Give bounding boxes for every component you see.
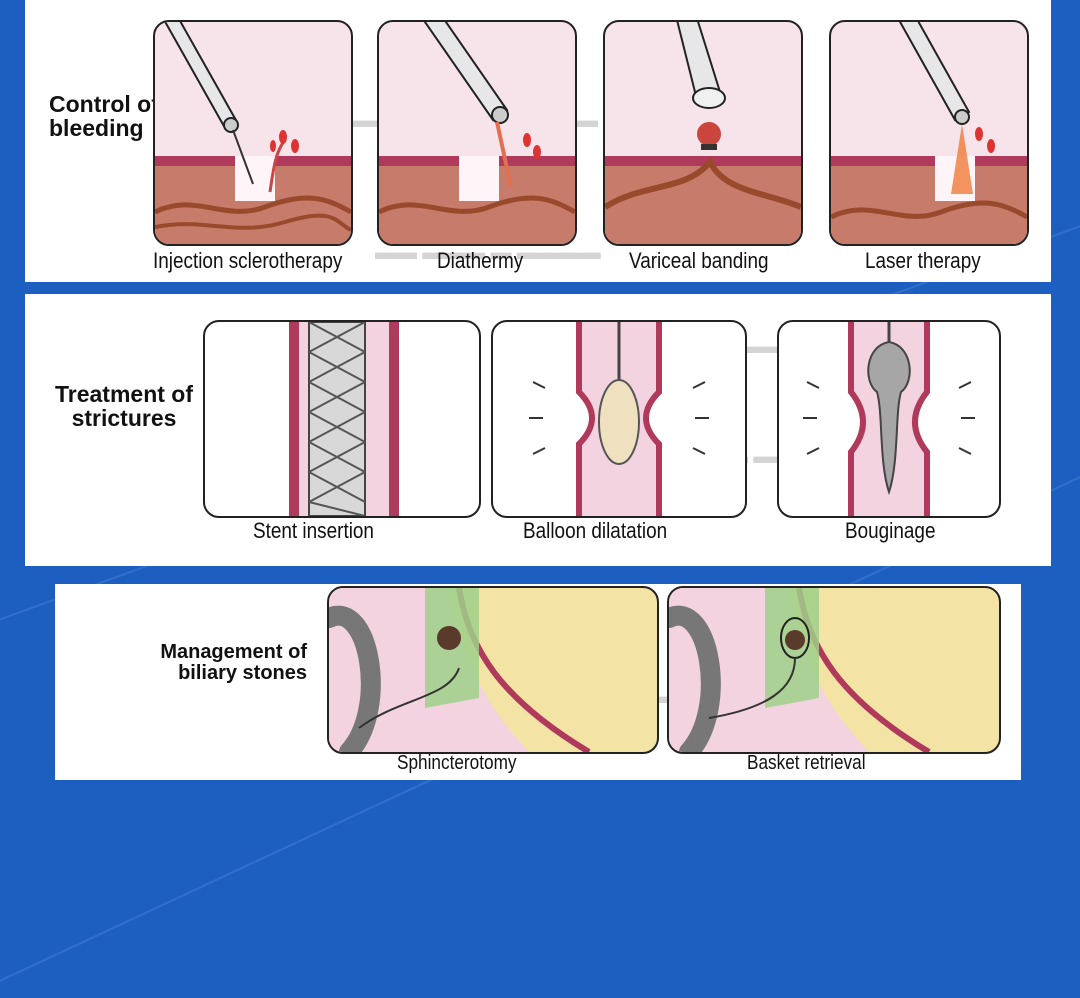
- sphincterotome-icon: [358, 667, 460, 729]
- sphincterotomy-caption: Sphincterotomy: [397, 752, 517, 774]
- variceal-banding-caption: Variceal banding: [629, 248, 769, 273]
- injection-sclerotherapy-illustration: [153, 20, 353, 246]
- strictures-panel: ▬▬ ▬▬▬▬ ▬▬ ▬▬▬ ▬▬ ▬▬▬▬ Treatment of stri…: [25, 294, 1051, 566]
- variceal-banding-illustration: [603, 20, 803, 246]
- biliary-panel: ▬▬▬ ▬▬ ▬▬▬▬▬ Management of biliary stone…: [55, 584, 1021, 780]
- bleeding-panel: ▬ ▬▬ ▬▬▬ ▬▬ ▬▬▬▬ ▬▬ ▬▬ ▬▬▬ ▬ ▬▬▬▬ Contro…: [25, 0, 1051, 282]
- biliary-title: Management of biliary stones: [160, 641, 307, 684]
- stent-insertion-illustration: [203, 320, 481, 518]
- laser-therapy-caption: Laser therapy: [865, 248, 981, 273]
- diathermy-caption: Diathermy: [437, 248, 524, 273]
- injection-sclerotherapy-caption: Injection sclerotherapy: [153, 248, 343, 273]
- retrieval-basket-icon: [708, 617, 810, 719]
- bouginage-illustration: [777, 320, 1001, 518]
- balloon-dilatation-illustration: [491, 320, 747, 518]
- diathermy-probe-icon: [423, 22, 513, 188]
- stent-insertion-caption: Stent insertion: [253, 518, 374, 543]
- strictures-title: Treatment of strictures: [54, 381, 194, 432]
- injection-needle-icon: [164, 22, 254, 185]
- bouginage-caption: Bouginage: [845, 518, 936, 543]
- balloon-icon: [598, 322, 640, 465]
- balloon-dilatation-caption: Balloon dilatation: [523, 518, 668, 543]
- sphincterotomy-illustration: [327, 586, 659, 754]
- laser-probe-icon: [898, 22, 973, 194]
- bleeding-title: Control of bleeding: [49, 91, 159, 142]
- stent-icon: [308, 322, 366, 516]
- basket-retrieval-illustration: [667, 586, 1001, 754]
- basket-retrieval-caption: Basket retrieval: [747, 752, 866, 774]
- laser-therapy-illustration: [829, 20, 1029, 246]
- band-ligator-icon: [676, 22, 726, 109]
- diathermy-illustration: [377, 20, 577, 246]
- bougie-icon: [867, 322, 911, 496]
